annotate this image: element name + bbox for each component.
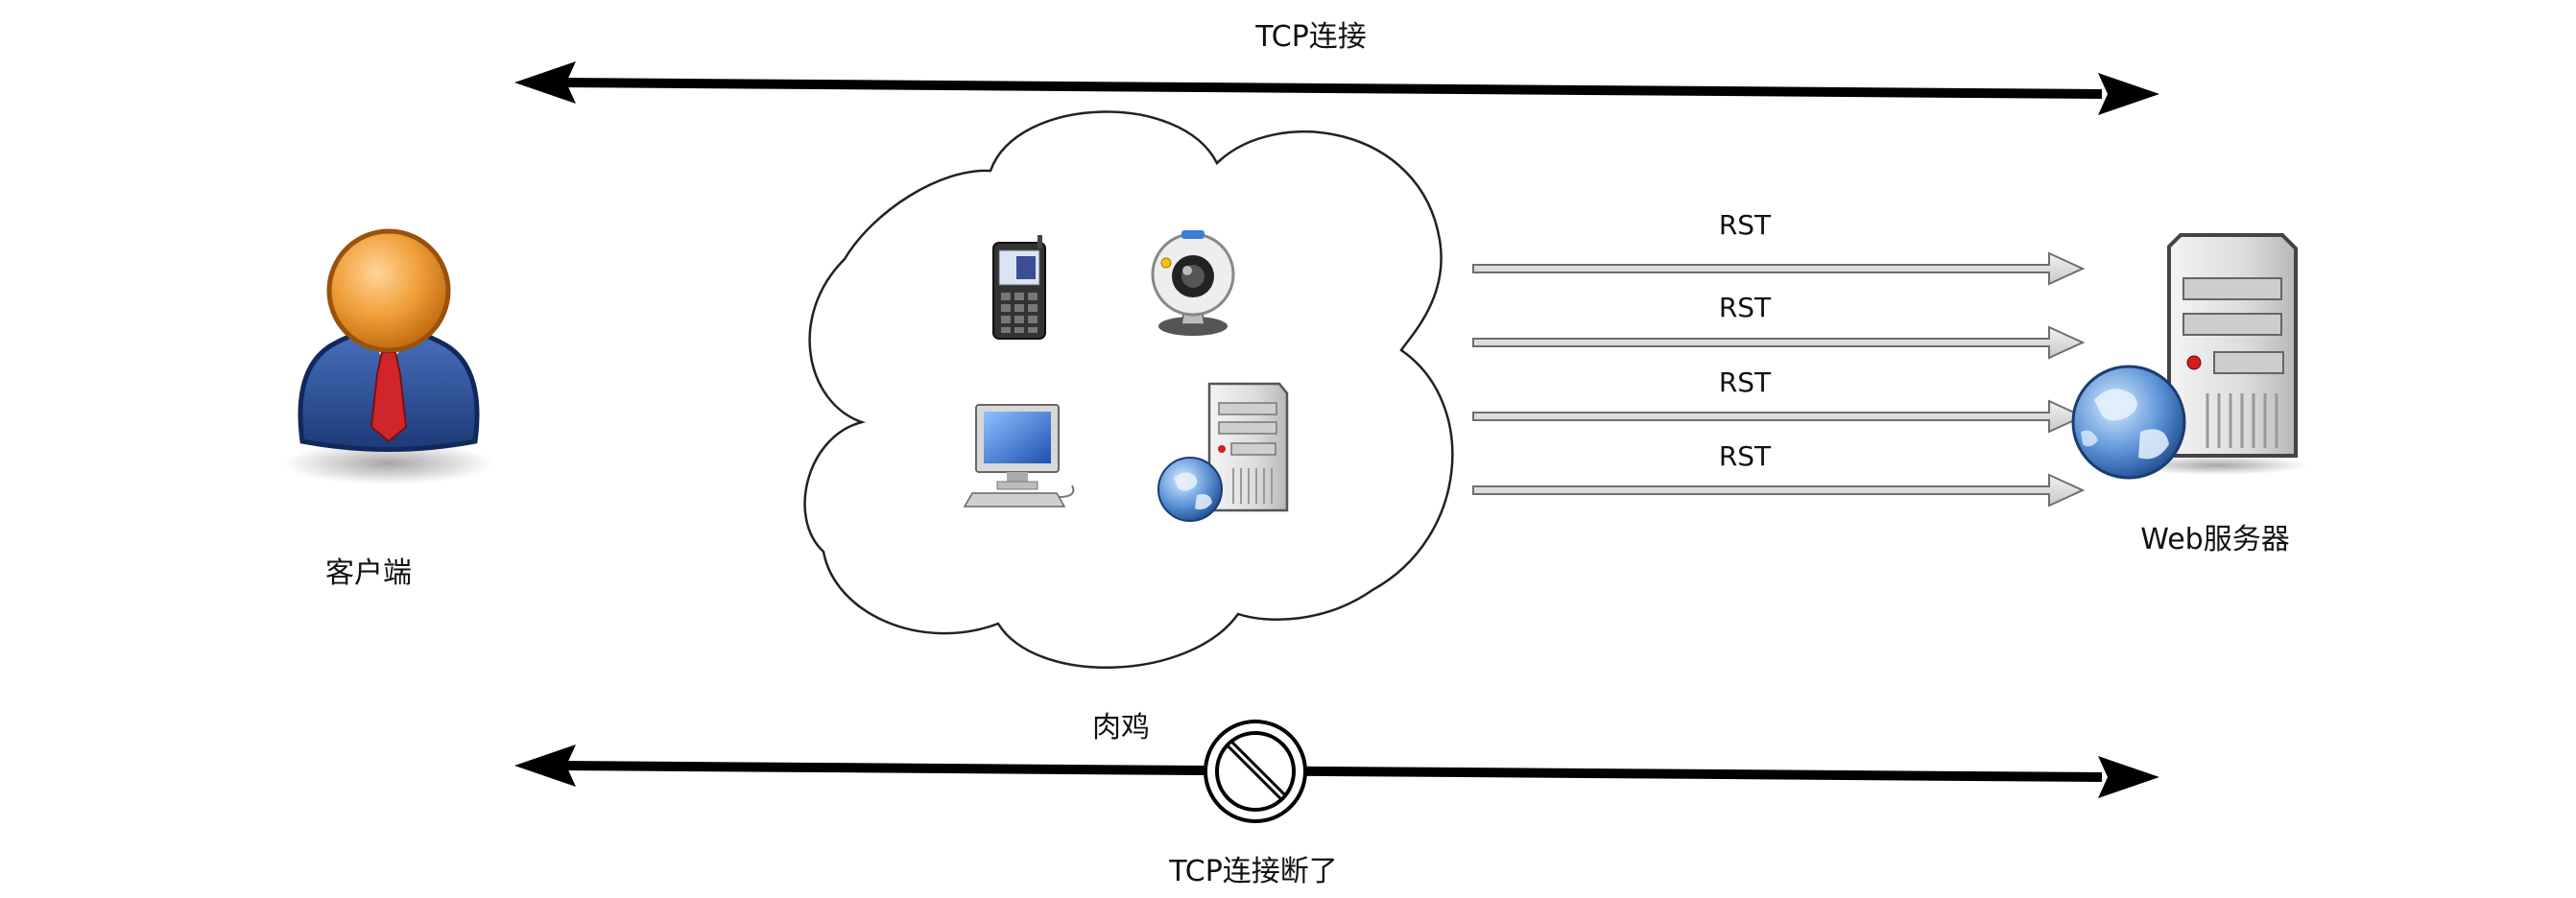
rst-arrow-3 [1472, 399, 2086, 434]
rst-arrow-1 [1472, 251, 2086, 286]
botnet-cloud [803, 110, 1454, 669]
rst-label-3: RST [1719, 366, 1772, 398]
server-label: Web服务器 [2140, 523, 2289, 556]
tcp-connection-arrow [514, 61, 2159, 115]
user-icon [283, 228, 494, 484]
botnet-label: 肉鸡 [1092, 711, 1150, 744]
server-globe-icon [1157, 382, 1289, 522]
prohibited-icon [1204, 720, 1307, 823]
webcam-icon [1151, 230, 1235, 336]
rst-arrow-2 [1472, 325, 2086, 360]
rst-arrow-4 [1472, 473, 2086, 508]
client-label: 客户端 [325, 556, 412, 590]
tcp-connection-broken-label: TCP连接断了 [1168, 855, 1338, 888]
tcp-connection-label: TCP连接 [1254, 20, 1367, 54]
web-server-icon [2071, 233, 2308, 480]
rst-label-2: RST [1719, 292, 1772, 323]
rst-label-1: RST [1719, 209, 1772, 241]
rst-label-4: RST [1719, 440, 1772, 472]
desktop-computer-icon [963, 404, 1075, 508]
tcp-connection-broken-arrow [514, 744, 2159, 798]
mobile-phone-icon [992, 235, 1046, 340]
